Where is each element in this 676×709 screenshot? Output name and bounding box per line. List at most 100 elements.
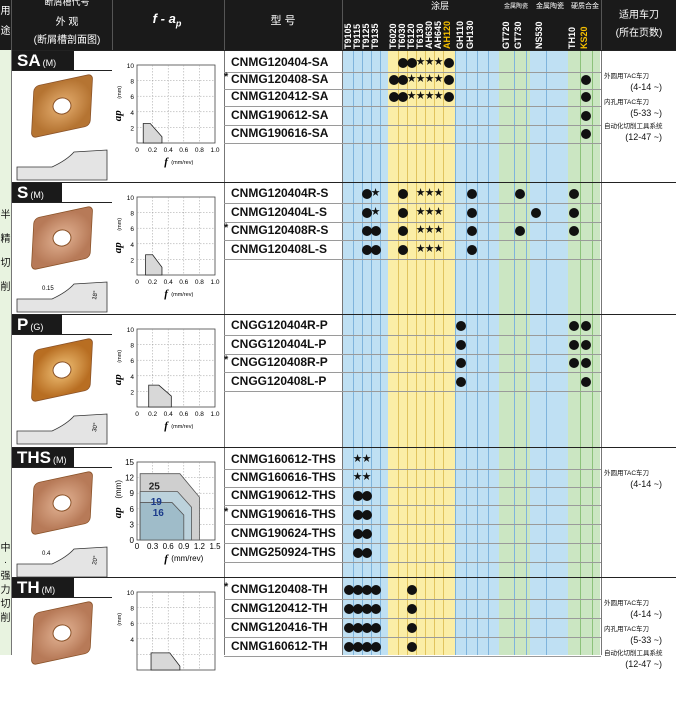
availability-dot xyxy=(569,208,579,218)
availability-dot xyxy=(352,604,363,614)
x-axis-label: f xyxy=(164,156,169,168)
recommended-asterisk: * xyxy=(224,71,229,83)
model-number: CNMG120408-SA xyxy=(231,72,329,86)
x-axis-label: f xyxy=(164,288,169,300)
model-number: CNMG190612-SA xyxy=(231,108,329,122)
availability-dot xyxy=(343,642,354,652)
availability-dot xyxy=(531,208,541,218)
availability-star: ★ xyxy=(352,453,363,465)
availability-star: ★ xyxy=(415,206,426,218)
x-tick-label: 1.0 xyxy=(210,411,219,418)
availability-star: ★ xyxy=(424,73,435,85)
model-number: CNMG120408-TH xyxy=(231,582,328,596)
profile-angle: 20° xyxy=(92,555,100,566)
y-axis-label: ap xyxy=(115,110,124,122)
y-tick-label: 2 xyxy=(130,389,134,396)
profile-dimension: 0.15 xyxy=(42,286,54,292)
availability-dot xyxy=(581,321,591,331)
chart-region xyxy=(139,502,185,541)
profile-dimension: 0.4 xyxy=(42,551,51,557)
insert-image-p: 30° xyxy=(16,338,108,445)
grade-header-ah120: AH120 xyxy=(442,20,452,49)
y-tick-label: 15 xyxy=(125,458,134,467)
chart-region xyxy=(148,384,172,408)
availability-dot xyxy=(406,642,417,652)
availability-star: ★ xyxy=(424,187,435,199)
x-axis-label: f xyxy=(164,420,169,432)
x-tick-label: 0.4 xyxy=(164,147,173,154)
x-tick-label: 0.4 xyxy=(164,411,173,418)
tool-reference: 自动化切削工具系统(12-47 ~) xyxy=(604,123,663,142)
model-number: CNGG120408R-P xyxy=(231,355,328,369)
availability-star: ★ xyxy=(433,224,444,236)
x-axis-unit: (mm/rev) xyxy=(171,424,193,430)
x-tick-label: 0.8 xyxy=(195,411,204,418)
availability-dot xyxy=(581,111,591,121)
header-shape-top: 断屑槽代号 xyxy=(44,0,90,7)
insert-image-th xyxy=(31,601,93,665)
availability-dot xyxy=(581,358,591,368)
availability-dot xyxy=(406,604,417,614)
y-tick-label: 6 xyxy=(130,226,134,233)
availability-dot xyxy=(397,208,408,218)
x-tick-label: 0.2 xyxy=(148,279,157,286)
availability-star: ★ xyxy=(433,90,444,102)
availability-dot xyxy=(361,189,372,199)
y-tick-label: 4 xyxy=(130,110,134,117)
x-axis-unit: (mm/rev) xyxy=(171,160,193,166)
section-separator xyxy=(12,182,676,183)
category-char: · xyxy=(3,557,8,568)
header-coating: 涂层 xyxy=(430,1,449,11)
x-axis-label: f xyxy=(164,553,169,565)
header-carbide: 硬质合金 xyxy=(571,3,599,10)
category-char: 半 xyxy=(0,210,11,221)
availability-dot xyxy=(352,585,363,595)
y-tick-label: 12 xyxy=(125,474,134,483)
availability-dot xyxy=(370,642,381,652)
availability-dot xyxy=(581,75,591,85)
grade-header-gt730: GT730 xyxy=(513,21,523,49)
header-use-top: 用 xyxy=(0,6,11,17)
header-fap: f - ap xyxy=(152,11,182,29)
section-separator xyxy=(12,50,676,51)
availability-star: ★ xyxy=(415,90,426,102)
availability-dot xyxy=(455,340,466,350)
y-axis-unit: (mm) xyxy=(115,480,123,499)
y-tick-label: 8 xyxy=(130,79,134,86)
y-tick-label: 4 xyxy=(130,242,134,249)
model-number: CNMG160616-THS xyxy=(231,470,336,484)
model-number: CNMG120408L-S xyxy=(231,242,328,256)
chipbreaker-profile xyxy=(16,149,108,181)
tool-reference: 内孔用TAC车刀(5-33 ~) xyxy=(604,626,662,645)
availability-dot xyxy=(388,75,399,85)
y-tick-label: 6 xyxy=(130,621,134,628)
tool-reference: 外圆用TAC车刀(4-14 ~) xyxy=(604,470,662,489)
availability-star: ★ xyxy=(424,90,435,102)
header-use-bot: 途 xyxy=(0,26,11,37)
availability-dot xyxy=(515,189,525,199)
chipbreaker-profile xyxy=(16,546,108,578)
category-char: 中 xyxy=(0,543,11,554)
y-axis-unit: (mm) xyxy=(117,218,123,231)
chipbreaker-profile xyxy=(16,413,108,445)
availability-dot xyxy=(569,321,579,331)
model-number: CNMG160612-TH xyxy=(231,639,328,653)
availability-dot xyxy=(397,189,408,199)
model-number: CNMG250924-THS xyxy=(231,545,336,559)
availability-dot xyxy=(397,58,408,68)
model-number: CNMG120412-SA xyxy=(231,89,329,103)
category-char: 强 xyxy=(0,571,11,582)
chipbreaker-code-ths: THS(M) xyxy=(12,448,74,468)
category-char: 削 xyxy=(0,613,11,624)
availability-dot xyxy=(455,377,466,387)
availability-star: ★ xyxy=(424,243,435,255)
availability-dot xyxy=(466,245,477,255)
y-tick-label: 0 xyxy=(130,536,135,545)
category-char: 削 xyxy=(0,282,11,293)
model-number: CNMG120416-TH xyxy=(231,620,328,634)
availability-dot xyxy=(361,529,372,539)
profile-angle: 30° xyxy=(92,422,100,433)
y-tick-label: 6 xyxy=(130,358,134,365)
header-cermet: 金属陶瓷 xyxy=(503,4,528,10)
